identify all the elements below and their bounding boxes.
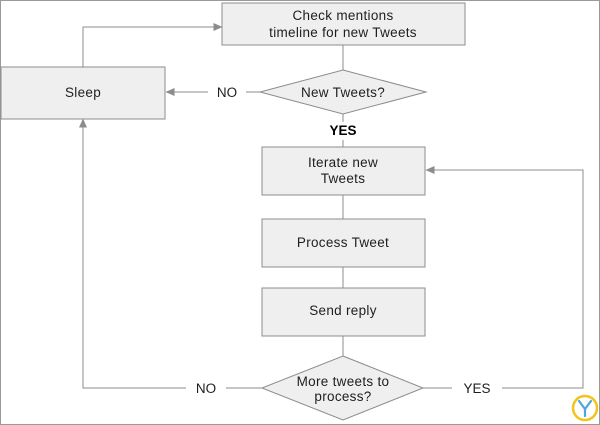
node-new-tweets-decision: New Tweets? <box>258 69 428 115</box>
edge-label-more-tweets-yes: YES <box>463 381 490 396</box>
node-send-label: Send reply <box>309 303 377 318</box>
node-process-tweet: Process Tweet <box>261 218 426 268</box>
node-more-tweets-decision: More tweets to process? <box>260 355 425 421</box>
node-more-tweets-line2: process? <box>314 389 371 404</box>
node-iterate-line2: Tweets <box>321 171 366 186</box>
node-send-reply: Send reply <box>261 287 426 337</box>
edge-sleep-to-check <box>82 23 223 67</box>
node-more-tweets-line1: More tweets to <box>297 374 390 389</box>
node-process-label: Process Tweet <box>297 235 389 250</box>
node-sleep-label: Sleep <box>65 85 101 100</box>
edge-more-no-to-sleep <box>79 118 262 389</box>
node-new-tweets-label: New Tweets? <box>301 85 385 100</box>
node-check-mentions: Check mentions timeline for new Tweets <box>221 2 466 46</box>
edge-label-new-tweets-no: NO <box>217 85 237 100</box>
node-iterate-tweets: Iterate new Tweets <box>261 146 426 196</box>
watermark-logo-icon <box>571 394 599 422</box>
edge-label-more-tweets-no: NO <box>196 381 216 396</box>
node-sleep: Sleep <box>0 66 166 120</box>
edge-label-new-tweets-yes: YES <box>329 123 356 138</box>
node-check-mentions-line1: Check mentions <box>293 8 394 23</box>
edge-more-yes-to-iterate <box>423 166 584 389</box>
node-check-mentions-line2: timeline for new Tweets <box>269 25 417 40</box>
node-iterate-line1: Iterate new <box>308 155 378 170</box>
